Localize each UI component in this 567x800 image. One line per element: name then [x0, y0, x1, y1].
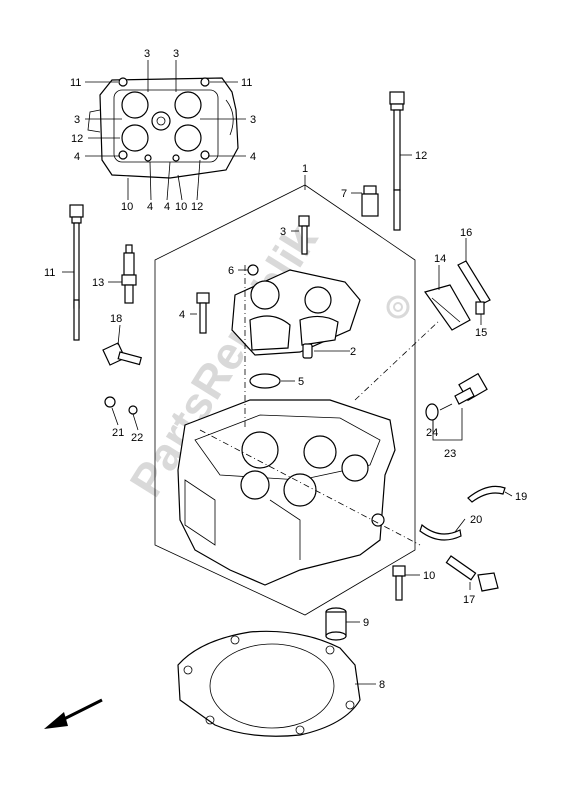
callout-10-inset-a: 10 — [121, 201, 133, 213]
callout-3-inset-b: 3 — [173, 48, 179, 60]
callout-7: 7 — [341, 188, 347, 200]
callout-labels: 1 2 3 3 3 3 3 4 4 4 4 4 5 6 7 8 9 10 10 … — [44, 48, 527, 691]
callout-3-main: 3 — [280, 226, 286, 238]
callout-16: 16 — [460, 227, 472, 239]
retainer-19 — [467, 485, 506, 503]
callout-17: 17 — [463, 594, 475, 606]
camshaft-housing — [231, 269, 361, 356]
callout-2: 2 — [350, 346, 356, 358]
callout-12-inset-b: 12 — [191, 201, 203, 213]
callout-8: 8 — [379, 679, 385, 691]
callout-24: 24 — [426, 427, 438, 439]
callout-4-main: 4 — [179, 309, 185, 321]
callout-13: 13 — [92, 277, 104, 289]
callout-11-inset-b: 11 — [241, 77, 252, 89]
bolt-10 — [392, 565, 406, 601]
screw-15 — [475, 301, 485, 315]
dowel-pin — [302, 343, 313, 359]
bolt-21 — [104, 396, 116, 408]
bolt-small-3 — [298, 215, 310, 255]
cylinder-head — [177, 399, 396, 586]
callout-19: 19 — [515, 491, 527, 503]
head-gasket — [177, 630, 361, 737]
callout-10-main: 10 — [423, 570, 435, 582]
plug-7 — [361, 185, 379, 217]
front-arrow-icon — [44, 698, 103, 729]
callout-22: 22 — [131, 432, 143, 444]
callout-12-inset-a: 12 — [71, 133, 83, 145]
dowel-9 — [325, 607, 347, 641]
o-ring — [249, 373, 281, 389]
callout-11-main: 11 — [44, 267, 55, 279]
callout-11-inset-a: 11 — [70, 77, 81, 89]
callout-6: 6 — [228, 265, 234, 277]
washer-22 — [128, 405, 138, 415]
callout-12-main: 12 — [415, 150, 427, 162]
intake-boot — [424, 284, 471, 331]
callout-5: 5 — [298, 376, 304, 388]
callout-3-inset-c: 3 — [74, 114, 80, 126]
callout-1: 1 — [302, 163, 308, 175]
clamp — [457, 260, 491, 305]
callout-10-inset-b: 10 — [175, 201, 187, 213]
centerline-1 — [199, 429, 421, 546]
callout-15: 15 — [475, 327, 487, 339]
centerline-3 — [354, 319, 441, 401]
callout-4-inset-a: 4 — [74, 151, 80, 163]
callout-4-inset-d: 4 — [164, 201, 170, 213]
inset-head-top-view — [87, 77, 239, 179]
gear-logo-icon — [386, 295, 410, 319]
bolt-small-4 — [196, 292, 210, 334]
long-bolt-12 — [389, 91, 405, 231]
leader-lines — [62, 154, 513, 685]
retainer-20 — [419, 523, 462, 541]
callout-3-inset-d: 3 — [250, 114, 256, 126]
washer-6 — [247, 264, 259, 276]
sensor-gasket — [425, 403, 439, 421]
callout-23: 23 — [444, 448, 456, 460]
spark-plug — [121, 244, 137, 304]
callout-18: 18 — [110, 313, 122, 325]
callout-20: 20 — [470, 514, 482, 526]
stud-bolt-17 — [445, 555, 499, 592]
callout-4-inset-b: 4 — [250, 151, 256, 163]
callout-21: 21 — [112, 427, 124, 439]
temperature-sensor — [439, 372, 488, 411]
callout-14: 14 — [434, 253, 446, 265]
callout-4-inset-c: 4 — [147, 201, 153, 213]
callout-9: 9 — [363, 617, 369, 629]
callout-3-inset-a: 3 — [144, 48, 150, 60]
inset-leader-lines — [85, 60, 246, 201]
long-bolt-11 — [69, 204, 84, 341]
bolt-18 — [102, 342, 142, 366]
